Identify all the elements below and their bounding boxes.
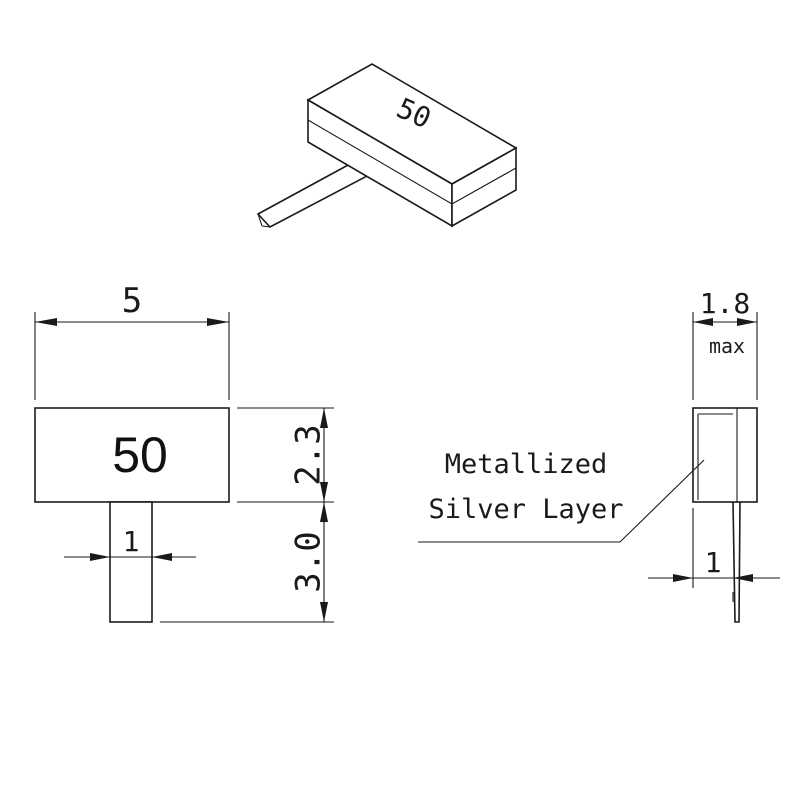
layer-callout: Metallized Silver Layer [418, 449, 705, 543]
dim-lead-length-value: 3.0 [289, 531, 329, 592]
callout-leader-line [418, 459, 705, 543]
iso-body [306, 63, 518, 228]
dim-body-height-value: 2.3 [289, 424, 329, 485]
dim-lead-width-front-value: 1 [123, 525, 140, 558]
dim-thickness: 1.8 max [692, 287, 758, 400]
dim-thickness-value: 1.8 [700, 287, 751, 320]
dim-vertical: 2.3 3.0 [160, 407, 334, 623]
dim-lead-width-front: 1 [64, 525, 196, 561]
isometric-view: 50 [256, 63, 518, 228]
callout-text-line2: Silver Layer [428, 494, 623, 525]
side-view: 1.8 max 1 [648, 287, 780, 623]
front-body [34, 407, 230, 503]
dim-width-value: 5 [122, 281, 142, 321]
front-view: 50 5 1 [34, 281, 334, 623]
front-marking: 50 [112, 427, 168, 483]
front-lead [109, 501, 153, 623]
side-lead [732, 501, 741, 623]
callout-text-line1: Metallized [445, 449, 608, 480]
dim-lead-width-side: 1 [648, 508, 780, 602]
dim-width: 5 [34, 281, 230, 400]
dim-lead-width-side-value: 1 [705, 546, 722, 579]
side-body [692, 407, 758, 503]
dim-thickness-qualifier: max [709, 334, 745, 358]
